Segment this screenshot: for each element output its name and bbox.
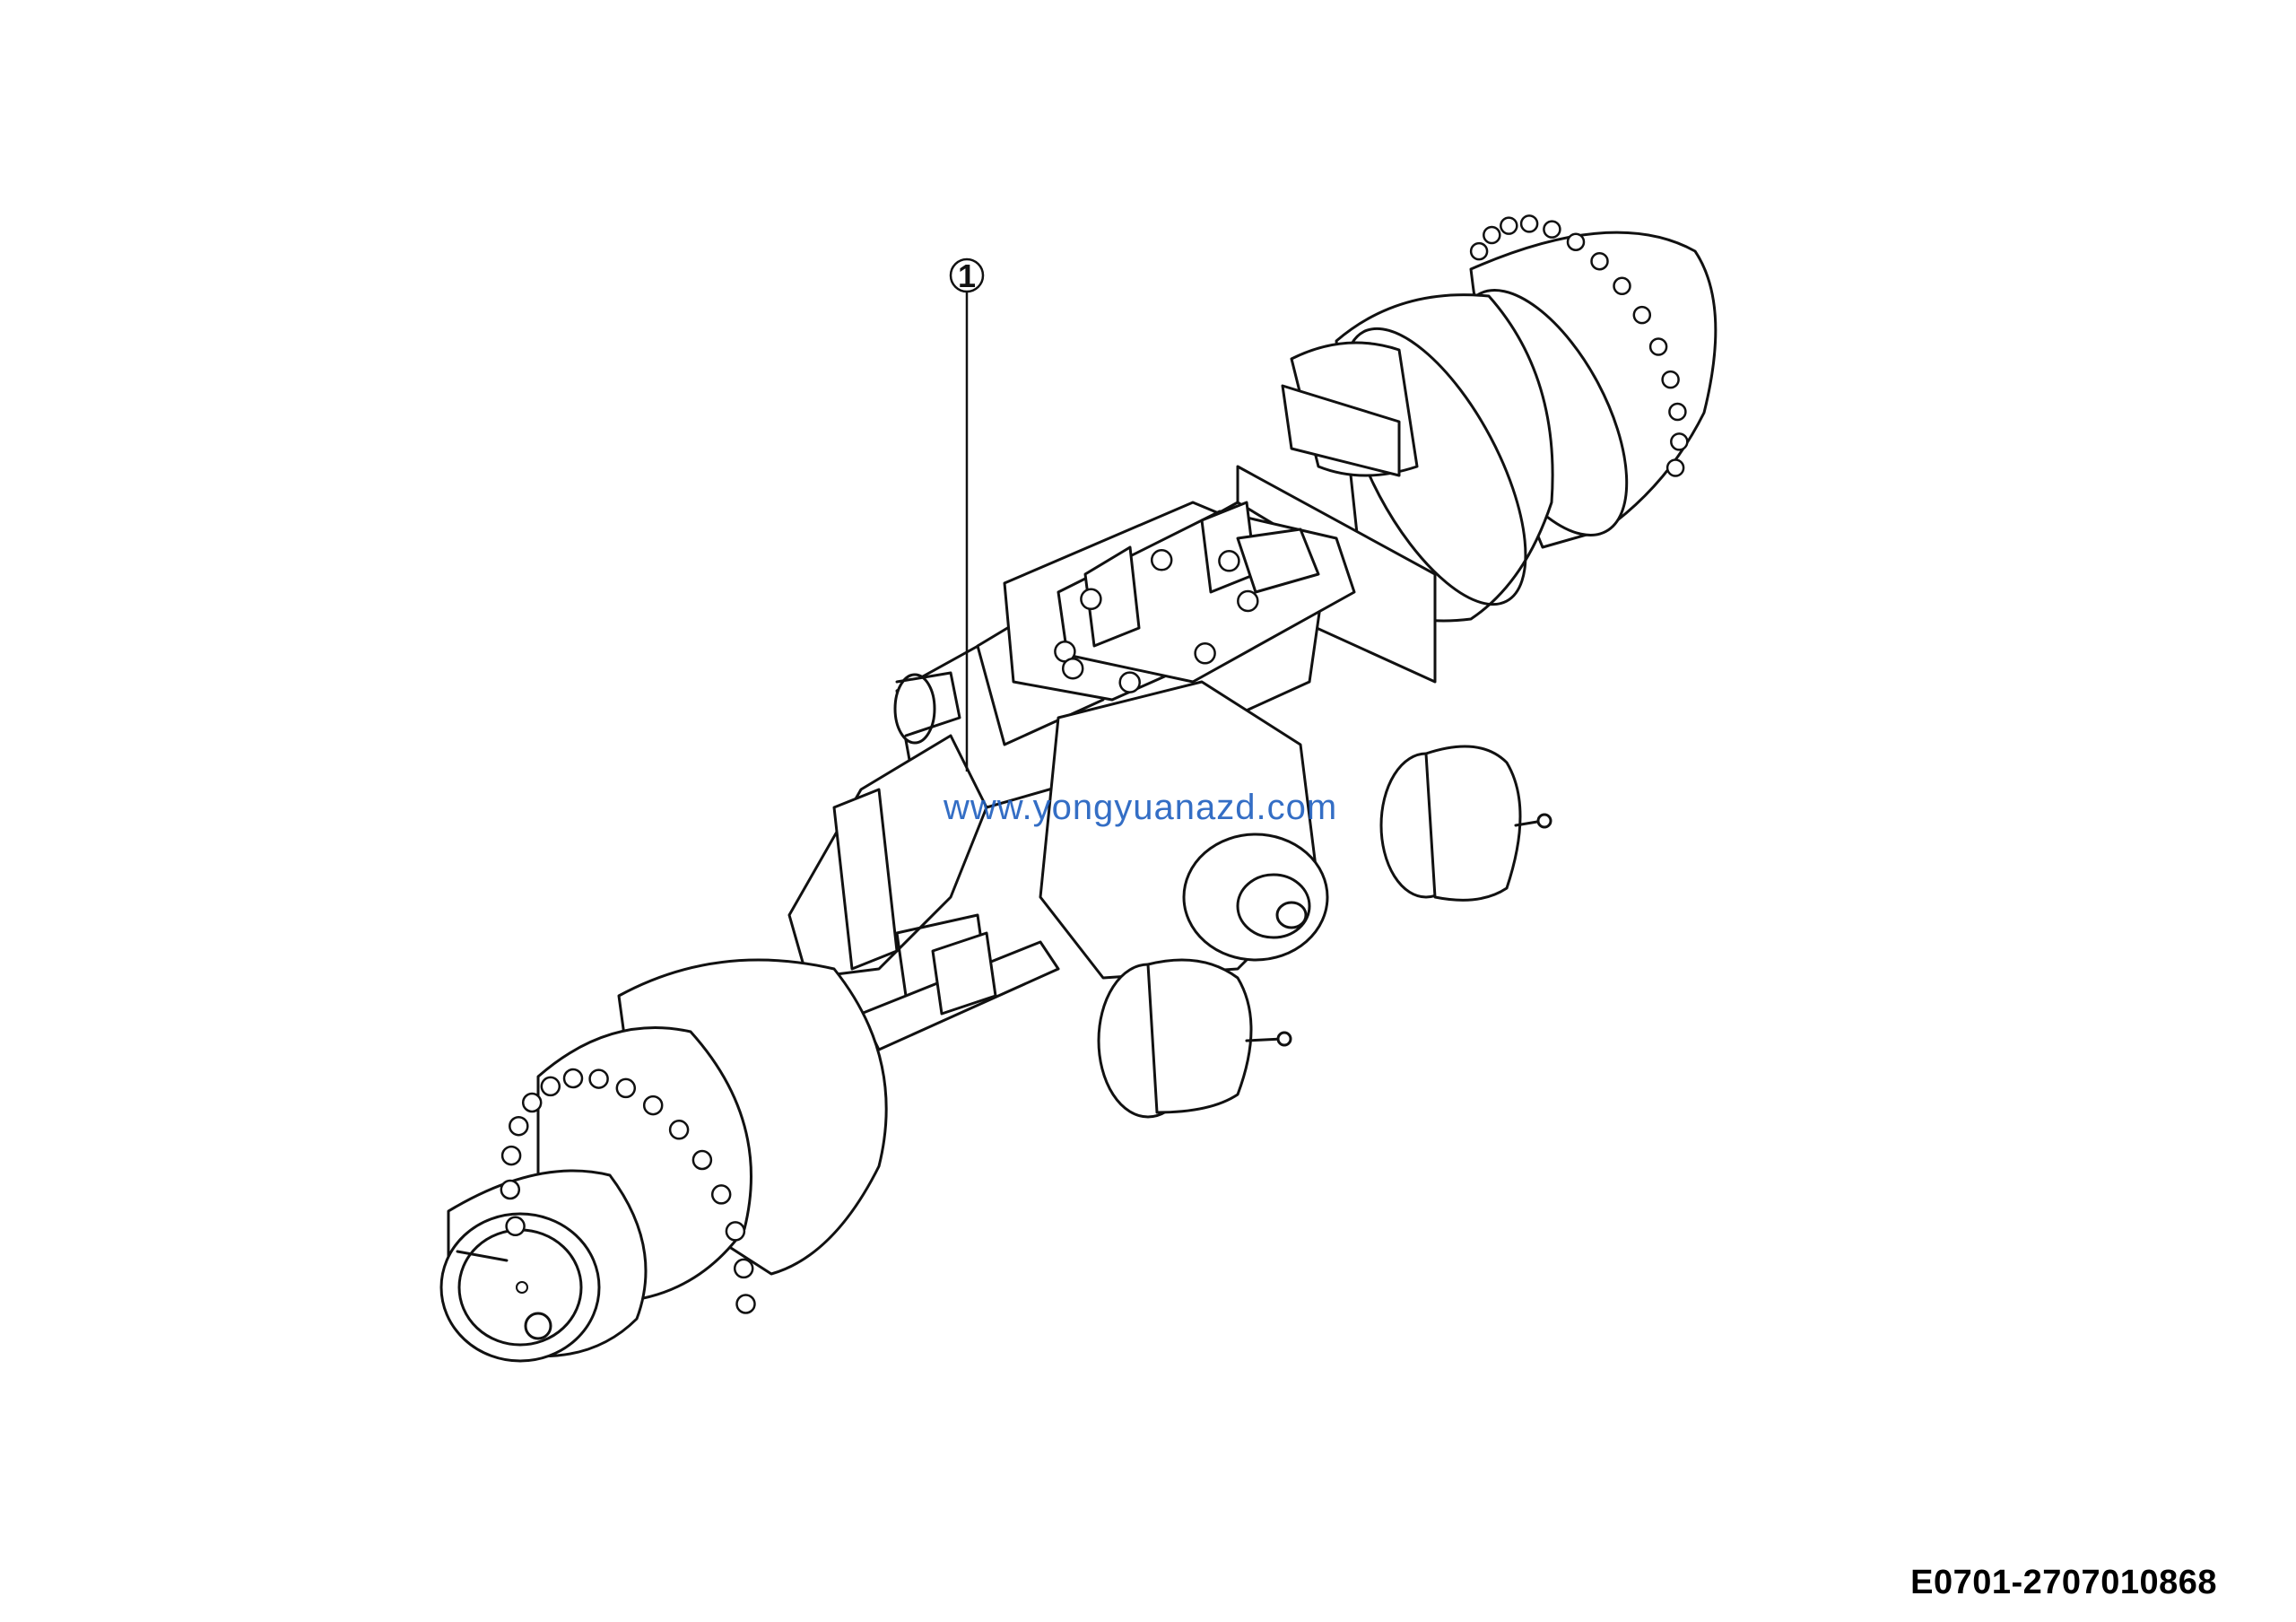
- hub-bolt: [1590, 251, 1609, 271]
- callout-1: 1: [949, 257, 985, 772]
- callout-number: 1: [958, 257, 976, 294]
- right-hub-bolts: [1469, 214, 1689, 477]
- hub-bolt: [1613, 276, 1631, 296]
- hub-bolt: [540, 1076, 561, 1097]
- hub-bolt: [1500, 216, 1518, 235]
- hub-bolt: [735, 1294, 756, 1314]
- hub-bolt: [668, 1120, 690, 1140]
- hub-bolt: [1665, 458, 1685, 477]
- hub-bolt: [691, 1149, 713, 1171]
- right-wheel-hub: [1281, 231, 1718, 623]
- hub-bolt: [710, 1184, 732, 1205]
- hub-bolt: [1668, 402, 1687, 422]
- hub-bolt: [1061, 657, 1084, 680]
- hub-bolt: [1670, 432, 1689, 451]
- center-mount-bracket: [1057, 501, 1356, 684]
- left-flange: [893, 671, 961, 745]
- hub-bolt: [1519, 214, 1539, 233]
- watermark-url: www.yongyuanazd.com: [944, 788, 1338, 827]
- hub-bolt: [588, 1068, 609, 1089]
- lower-brake-chamber: [1097, 958, 1292, 1119]
- hub-bolt: [1150, 549, 1173, 571]
- hub-bolt: [1483, 225, 1501, 245]
- bracket-bolts: [1054, 549, 1259, 693]
- left-hub-bolts: [500, 1068, 756, 1314]
- hub-bolt: [509, 1115, 529, 1137]
- hub-bolt: [642, 1094, 664, 1116]
- hub-bolt: [562, 1068, 584, 1089]
- hub-bolt: [733, 1258, 754, 1279]
- drawing-number: E0701-2707010868: [1910, 1564, 2217, 1601]
- hub-bolt: [725, 1221, 746, 1242]
- hub-bolt: [1543, 220, 1561, 239]
- hub-bolt: [505, 1216, 526, 1237]
- hub-bolt: [1118, 671, 1141, 693]
- hub-bolt: [1632, 305, 1652, 325]
- left-axle-shaft: [859, 931, 1060, 1051]
- hub-bolt: [521, 1092, 543, 1113]
- hub-bolt: [1566, 232, 1586, 251]
- hub-bolt: [1080, 588, 1102, 611]
- hub-bolt: [500, 1179, 521, 1200]
- hub-bolt: [1194, 642, 1216, 665]
- hub-bolt: [500, 1145, 522, 1166]
- upper-brake-chamber: [1379, 745, 1552, 902]
- left-frame-arm: [787, 734, 988, 998]
- differential-housing: [1039, 680, 1329, 980]
- hub-bolt: [1218, 550, 1240, 572]
- hub-bolt: [1648, 337, 1668, 356]
- hub-bolt: [1237, 589, 1259, 613]
- left-wheel-hub: [439, 958, 888, 1363]
- hub-bolt: [1661, 370, 1680, 389]
- hub-bolt: [1469, 241, 1489, 261]
- hub-bolt: [615, 1077, 637, 1099]
